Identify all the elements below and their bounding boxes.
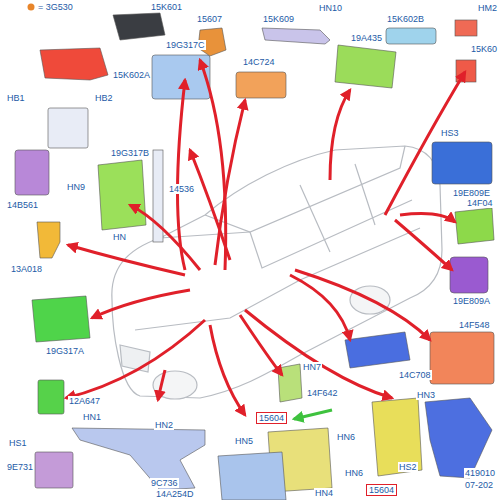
part-number: HN4 (314, 488, 334, 498)
part-number: 19A435 (350, 33, 383, 43)
part-number: 14B561 (6, 200, 39, 210)
part-number: HN5 (234, 436, 254, 446)
part-number: 19E809E (452, 188, 491, 198)
part-number: 12A647 (68, 396, 101, 406)
part-number: 15K609 (262, 14, 295, 24)
part-number: HN1 (82, 412, 102, 422)
highlighted-part-number: 15604 (256, 412, 287, 424)
part-number: HN3 (416, 390, 436, 400)
part-number: 9C736 (150, 478, 179, 488)
highlighted-part-number: 15604 (366, 484, 397, 496)
part-number: HS2 (398, 462, 418, 472)
legend-dot (28, 4, 35, 11)
part-number: HS1 (8, 438, 28, 448)
location-arrow (66, 60, 465, 415)
part-number: 14C724 (242, 57, 276, 67)
part-number: 14F548 (458, 320, 491, 330)
part-number: 19G317A (45, 346, 85, 356)
part-number: 419010 (464, 468, 496, 478)
part-number: 07-202 (464, 480, 494, 490)
component-parts (15, 13, 494, 500)
part-number: 19G317C (165, 40, 206, 50)
part-number: 13A018 (10, 264, 43, 274)
part-number: HB2 (94, 93, 114, 103)
part-number: HN2 (154, 420, 174, 430)
part-number: 14536 (168, 184, 195, 194)
part-number: 14A254D (155, 489, 195, 499)
part-number: 19G317B (110, 148, 150, 158)
part-number: 19E809A (452, 296, 491, 306)
part-number: = 3G530 (37, 2, 74, 12)
part-number: HS3 (440, 128, 460, 138)
part-number: HN7 (302, 362, 322, 372)
part-number: HN6 (336, 432, 356, 442)
highlight-arrow (294, 410, 332, 419)
part-number: 14F04 (466, 198, 494, 208)
part-number: HN (112, 232, 127, 242)
part-number: HN10 (318, 3, 343, 13)
part-number: 9E731 (6, 462, 34, 472)
part-number: HB1 (6, 93, 26, 103)
vehicle-outline (112, 146, 442, 399)
part-number: 15K60 (470, 44, 498, 54)
part-number: 15K602B (386, 14, 425, 24)
part-number: HN9 (66, 182, 86, 192)
part-number: HN6 (344, 468, 364, 478)
part-number: 14F642 (306, 388, 339, 398)
part-number: HM2 (477, 3, 498, 13)
part-number: 15607 (196, 14, 223, 24)
part-number: 15K601 (150, 2, 183, 12)
part-number: 15K602A (112, 70, 151, 80)
part-number: 14C708 (398, 370, 432, 380)
